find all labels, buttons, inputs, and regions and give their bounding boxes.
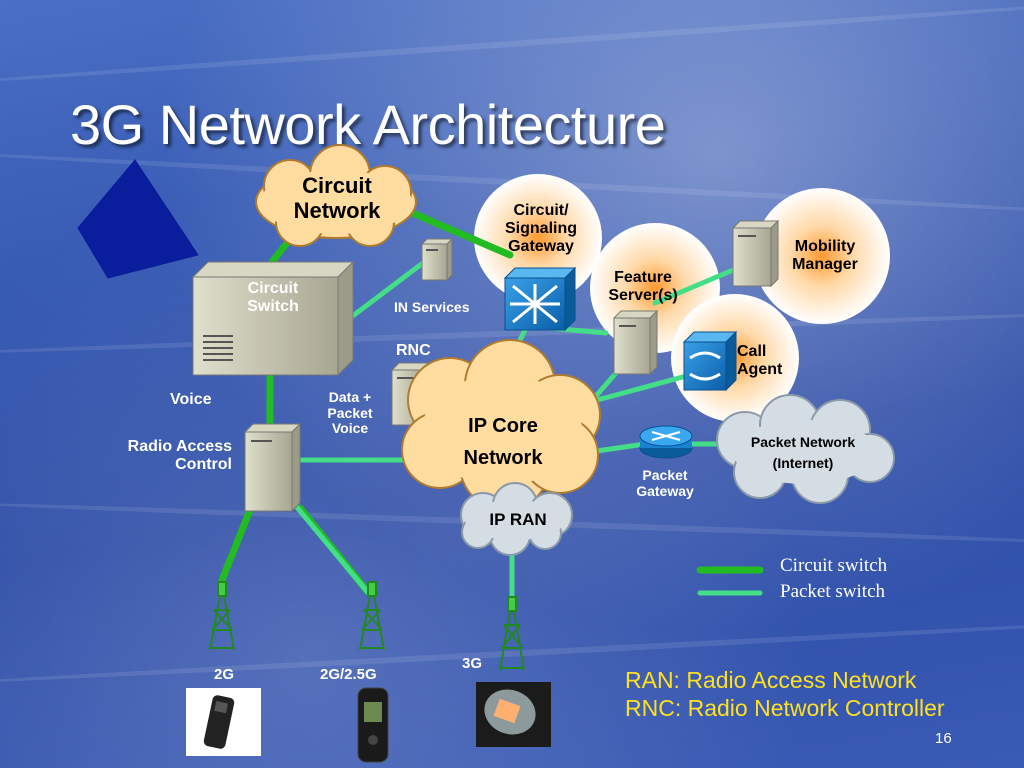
- ip-core-network-cloud: [401, 339, 601, 511]
- radio-access-control-label: Radio Access Control: [127, 438, 232, 473]
- decorative-triangle: [77, 159, 199, 279]
- legend-circuit-label: Circuit switch: [780, 555, 888, 576]
- call-agent-icon: [682, 330, 738, 392]
- feature-servers-label: Feature Server(s): [608, 269, 678, 304]
- circuit-signaling-gateway-label: Circuit/ Signaling Gateway: [505, 202, 577, 255]
- mobility-manager-label: Mobility Manager: [792, 238, 858, 273]
- phone-2g-25g-image: [357, 687, 389, 763]
- tower-3g-icon: [499, 596, 525, 671]
- page-number: 16: [935, 730, 952, 747]
- definition-ran: RAN: Radio Access Network: [625, 667, 917, 693]
- packet-gateway-label: Packet Gateway: [636, 467, 694, 499]
- signaling-gateway-switch-icon: [503, 266, 577, 332]
- rnc-label: RNC: [396, 342, 431, 359]
- call-agent-label: Call Agent: [737, 343, 783, 378]
- definition-rnc: RNC: Radio Network Controller: [625, 695, 945, 721]
- tower-2g-icon: [209, 581, 235, 651]
- in-services-label: IN Services: [394, 299, 470, 315]
- packet-network-label: Packet Network (Internet): [750, 434, 856, 471]
- packet-gateway-router-icon: [639, 425, 693, 459]
- tower-2g-25g-icon: [359, 581, 385, 651]
- mobility-manager-server: [731, 219, 780, 288]
- mobility-manager-glow: [754, 188, 890, 324]
- phone-2g-image: [186, 688, 261, 756]
- handset-3g-label: 3G: [462, 655, 483, 672]
- voice-label: Voice: [170, 391, 212, 408]
- ip-ran-cloud: [460, 482, 573, 556]
- handset-2g-label: 2G: [214, 666, 235, 683]
- ip-core-network-label: IP Core Network: [463, 415, 543, 469]
- packet-network-cloud: [716, 394, 895, 504]
- circuit-network-cloud: [255, 144, 417, 247]
- handset-2g-25g-label: 2G/2.5G: [320, 666, 377, 683]
- feature-server-box: [612, 309, 659, 376]
- circuit-switch-box: [191, 260, 355, 377]
- circuit-network-label: Circuit Network: [293, 173, 381, 223]
- ip-ran-label: IP RAN: [489, 510, 547, 529]
- data-packet-voice-label: Data + Packet Voice: [327, 389, 373, 437]
- legend-packet-label: Packet switch: [780, 581, 886, 602]
- phone-3g-image: [476, 682, 551, 747]
- circuit-switch-label: Circuit Switch: [247, 280, 299, 315]
- in-services-server: [420, 237, 454, 282]
- radio-access-control-server: [243, 422, 302, 513]
- slide-title: 3G Network Architecture: [70, 93, 666, 156]
